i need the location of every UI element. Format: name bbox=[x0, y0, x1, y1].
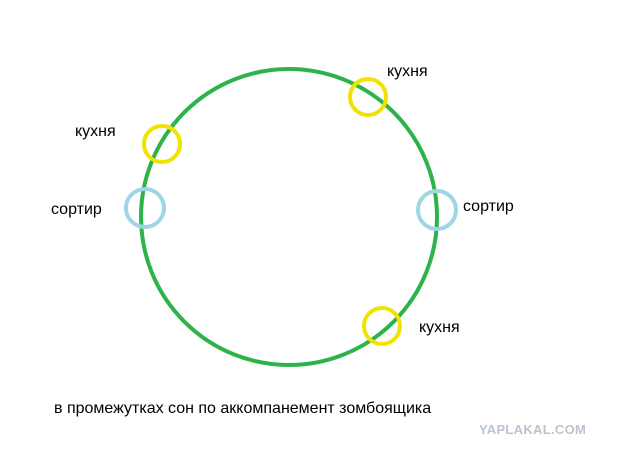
kitchen-marker-left bbox=[142, 124, 182, 164]
toilet-marker-left bbox=[124, 187, 166, 229]
kitchen-label-top: кухня bbox=[387, 63, 428, 80]
kitchen-marker-bottom bbox=[362, 306, 402, 346]
watermark: YAPLAKAL.COM bbox=[479, 422, 587, 437]
diagram-caption: в промежутках сон по аккомпанемент зомбо… bbox=[54, 400, 432, 417]
kitchen-label-left: кухня bbox=[75, 123, 116, 140]
toilet-label-right: сортир bbox=[463, 198, 514, 215]
toilet-marker-right bbox=[416, 189, 458, 231]
kitchen-label-bottom: кухня bbox=[419, 319, 460, 336]
cycle-circle bbox=[139, 67, 439, 367]
toilet-label-left: сортир bbox=[51, 201, 102, 218]
kitchen-marker-top bbox=[348, 77, 388, 117]
